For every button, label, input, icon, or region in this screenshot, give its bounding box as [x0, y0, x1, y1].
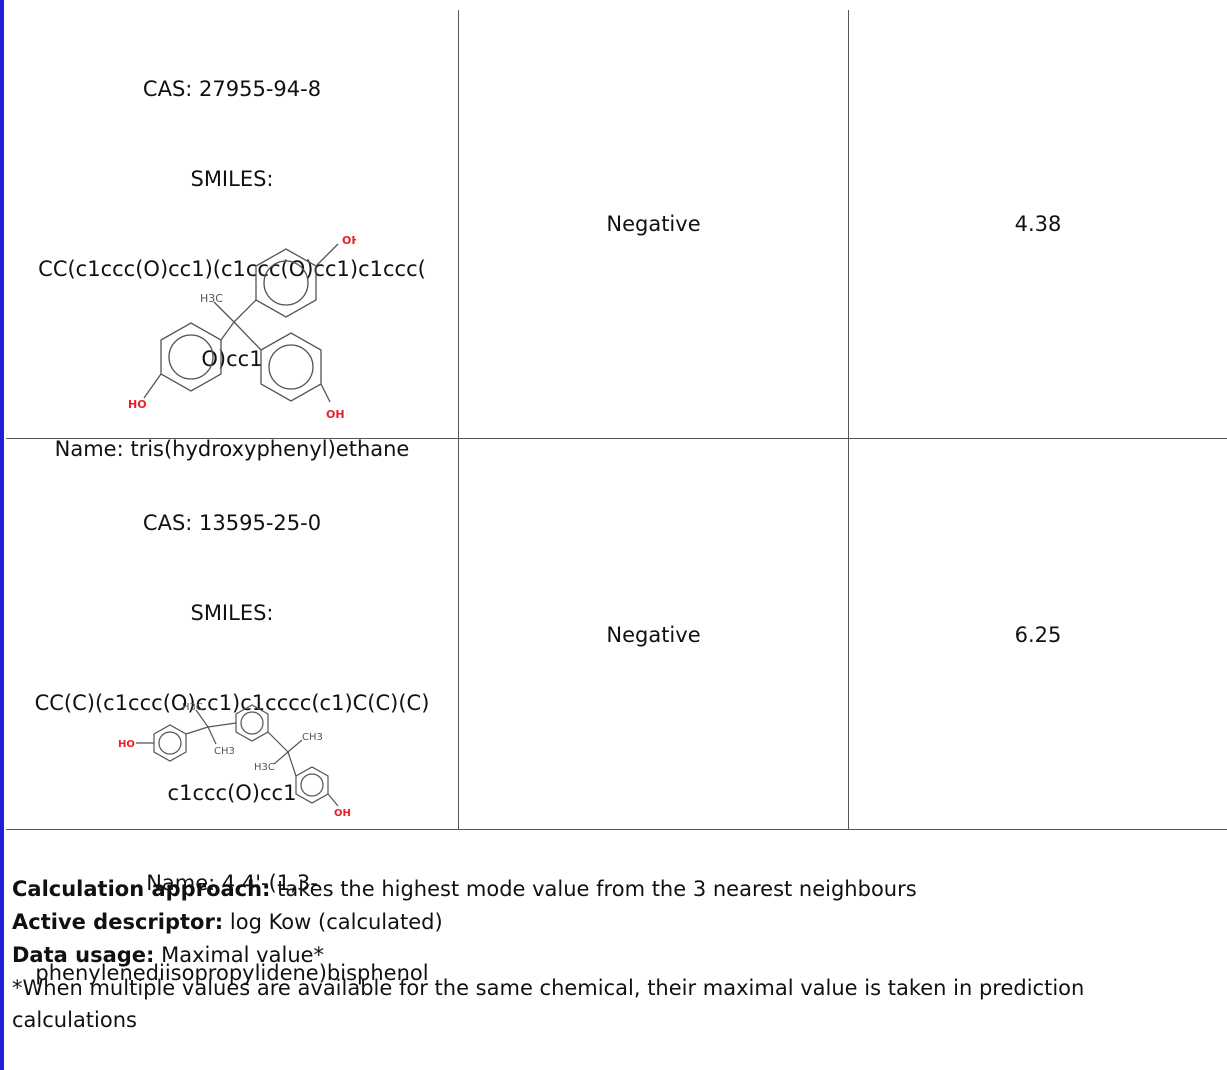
- active-descriptor-label: Active descriptor:: [12, 910, 224, 934]
- cas-number: CAS: 27955-94-8: [142, 77, 322, 101]
- atom-label-ho-left: HO: [128, 398, 147, 411]
- chemical-name: Name: tris(hydroxyphenyl)ethane: [54, 437, 410, 461]
- smiles-line-1: CC(c1ccc(O)cc1)(c1ccc(O)cc1)c1ccc(: [38, 257, 426, 281]
- data-usage-value: Maximal value*: [154, 943, 325, 967]
- table-row-1-identity: CAS: 27955-94-8 SMILES: CC(c1ccc(O)cc1)(…: [6, 14, 458, 524]
- active-descriptor-value: log Kow (calculated): [223, 910, 443, 934]
- value-cell-row-2: 6.25: [1014, 623, 1062, 647]
- chemical-name-line-2: phenylenediisopropylidene)bisphenol: [35, 961, 429, 985]
- calculation-notes: Calculation approach: takes the highest …: [12, 873, 1212, 1036]
- calculation-approach: Calculation approach: takes the highest …: [12, 873, 1212, 906]
- data-usage-label: Data usage:: [12, 943, 155, 967]
- calculation-approach-label: Calculation approach:: [12, 877, 271, 901]
- calculation-approach-value: takes the highest mode value from the 3 …: [270, 877, 917, 901]
- atom-label-ho: HO: [118, 739, 135, 750]
- atom-label-ch3-b: CH3: [302, 732, 323, 743]
- left-accent-bar: [0, 0, 4, 1070]
- structure-image-phenylenediisopropylidene-bisphenol: HO H3C CH3 CH3 H3C OH: [116, 692, 366, 822]
- atom-label-h3c-b: H3C: [254, 762, 275, 773]
- result-cell-row-1: Negative: [606, 212, 701, 236]
- smiles-line-1: CC(C)(c1ccc(O)cc1)c1cccc(c1)C(C)(C): [34, 691, 430, 715]
- column-divider-2: [848, 10, 849, 830]
- cas-number: CAS: 13595-25-0: [142, 511, 322, 535]
- atom-label-oh: OH: [334, 808, 351, 819]
- smiles-line-2: c1ccc(O)cc1: [167, 781, 297, 805]
- atom-label-ch3-a: CH3: [214, 746, 235, 757]
- value-cell-row-1: 4.38: [1014, 212, 1062, 236]
- chemical-name-line-1: Name: 4,4'-(1,3-: [146, 871, 318, 895]
- structure-image-tris-hydroxyphenyl-ethane: OH H3C HO OH: [116, 222, 356, 432]
- smiles-label: SMILES:: [190, 601, 274, 625]
- atom-label-oh-top: OH: [342, 234, 356, 247]
- footnote: *When multiple values are available for …: [12, 976, 1085, 1032]
- results-table: CAS: 27955-94-8 SMILES: CC(c1ccc(O)cc1)(…: [6, 0, 1227, 985]
- column-divider-1: [458, 10, 459, 830]
- atom-label-h3c-a: H3C: [182, 702, 203, 713]
- smiles-label: SMILES:: [190, 167, 274, 191]
- result-cell-row-2: Negative: [606, 623, 701, 647]
- data-usage: Data usage: Maximal value*: [12, 939, 1212, 972]
- row-divider: [6, 438, 1227, 439]
- table-row-2-identity: CAS: 13595-25-0 SMILES: CC(C)(c1ccc(O)cc…: [6, 448, 458, 1048]
- table-bottom-border: [6, 829, 1227, 830]
- active-descriptor: Active descriptor: log Kow (calculated): [12, 906, 1212, 939]
- atom-label-h3c: H3C: [200, 292, 223, 305]
- atom-label-oh-bottom: OH: [326, 408, 345, 421]
